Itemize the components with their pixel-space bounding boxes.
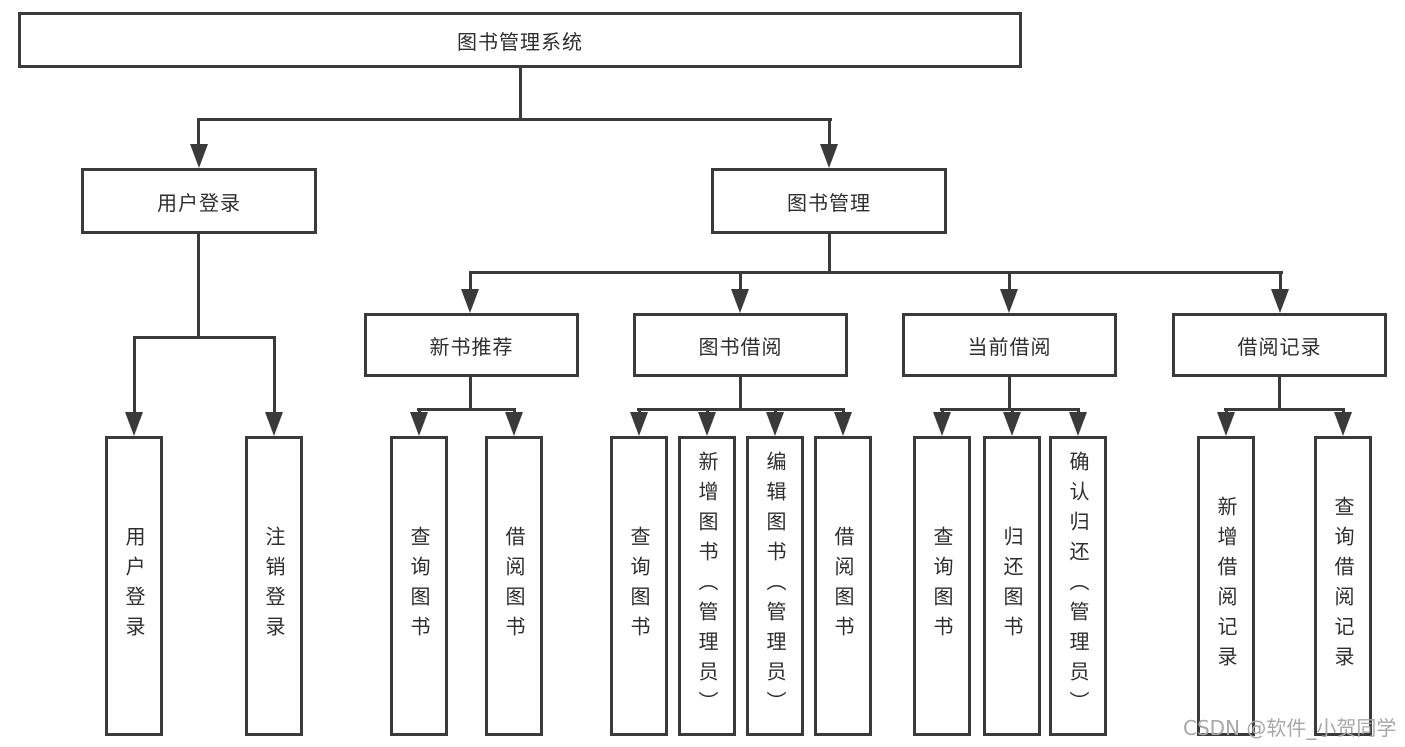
connector-line <box>469 377 472 411</box>
node-label: 借阅记录 <box>1237 334 1322 359</box>
node-leaf-query-books-1: 查询图书 <box>390 436 448 736</box>
connector-line <box>197 234 200 336</box>
arrow-down-icon <box>1271 289 1289 313</box>
connector-line <box>133 336 276 339</box>
node-leaf-return-books: 归还图书 <box>983 436 1041 736</box>
node-root: 图书管理系统 <box>18 12 1022 68</box>
node-label: 借阅图书 <box>502 526 526 646</box>
node-leaf-user-login: 用户登录 <box>105 436 163 736</box>
arrow-down-icon <box>933 412 951 436</box>
connector-line <box>739 271 742 293</box>
arrow-down-icon <box>1217 412 1235 436</box>
connector-line <box>828 234 831 271</box>
arrow-down-icon <box>505 412 523 436</box>
connector-line <box>417 408 516 411</box>
node-label: 查询图书 <box>627 526 651 646</box>
connector-line <box>1279 271 1282 293</box>
node-label: 用户登录 <box>157 190 241 215</box>
arrow-down-icon <box>630 412 648 436</box>
connector-line <box>133 336 136 416</box>
connector-line <box>469 271 472 293</box>
arrow-down-icon <box>820 144 838 168</box>
connector-line <box>1224 408 1345 411</box>
connector-line <box>637 408 845 411</box>
node-book-borrowing: 图书借阅 <box>633 313 848 377</box>
node-leaf-query-books-3: 查询图书 <box>913 436 971 736</box>
node-root-label: 图书管理系统 <box>457 29 583 54</box>
arrow-down-icon <box>1000 289 1018 313</box>
arrow-down-icon <box>265 412 283 436</box>
node-label: 新书推荐 <box>429 334 514 359</box>
node-leaf-add-book-admin: 新增图书（管理员） <box>678 436 736 736</box>
node-leaf-borrow-books-1: 借阅图书 <box>485 436 543 736</box>
node-label: 查询图书 <box>407 526 431 646</box>
node-borrow-records: 借阅记录 <box>1172 313 1387 377</box>
arrow-down-icon <box>461 289 479 313</box>
connector-line <box>1008 377 1011 411</box>
arrow-down-icon <box>766 412 784 436</box>
node-leaf-add-borrow-record: 新增借阅记录 <box>1197 436 1255 736</box>
connector-line <box>828 118 831 148</box>
node-user-login: 用户登录 <box>81 168 317 234</box>
node-label: 查询借阅记录 <box>1331 496 1355 676</box>
node-label: 图书管理 <box>787 190 871 215</box>
node-label: 确认归还（管理员） <box>1066 451 1090 721</box>
node-leaf-edit-book-admin: 编辑图书（管理员） <box>746 436 804 736</box>
connector-line <box>197 118 832 121</box>
node-current-borrowing: 当前借阅 <box>902 313 1117 377</box>
connector-line <box>273 336 276 416</box>
csdn-watermark: CSDN @软件_小贺同学 <box>1183 716 1397 740</box>
node-label: 注销登录 <box>262 526 286 646</box>
node-label: 图书借阅 <box>698 334 783 359</box>
connector-line <box>197 118 200 148</box>
node-leaf-logout: 注销登录 <box>245 436 303 736</box>
connector-line <box>1008 271 1011 293</box>
arrow-down-icon <box>834 412 852 436</box>
connector-line <box>739 377 742 411</box>
arrow-down-icon <box>1003 412 1021 436</box>
node-label: 新增图书（管理员） <box>695 451 719 721</box>
arrow-down-icon <box>410 412 428 436</box>
connector-line <box>940 408 1079 411</box>
node-leaf-query-books-2: 查询图书 <box>610 436 668 736</box>
node-label: 新增借阅记录 <box>1214 496 1238 676</box>
node-label: 查询图书 <box>930 526 954 646</box>
node-label: 当前借阅 <box>967 334 1052 359</box>
arrow-down-icon <box>1334 412 1352 436</box>
connector-line <box>1278 377 1281 411</box>
node-label: 编辑图书（管理员） <box>763 451 787 721</box>
connector-line <box>469 271 1283 274</box>
node-leaf-confirm-return-admin: 确认归还（管理员） <box>1049 436 1107 736</box>
node-leaf-borrow-books-2: 借阅图书 <box>814 436 872 736</box>
arrow-down-icon <box>731 289 749 313</box>
node-label: 借阅图书 <box>831 526 855 646</box>
node-book-management: 图书管理 <box>711 168 947 234</box>
arrow-down-icon <box>1069 412 1087 436</box>
arrow-down-icon <box>125 412 143 436</box>
node-label: 用户登录 <box>122 526 146 646</box>
node-label: 归还图书 <box>1000 526 1024 646</box>
node-leaf-query-borrow-record: 查询借阅记录 <box>1314 436 1372 736</box>
arrow-down-icon <box>190 144 208 168</box>
arrow-down-icon <box>698 412 716 436</box>
connector-line <box>519 68 522 118</box>
node-new-book-recommend: 新书推荐 <box>364 313 579 377</box>
